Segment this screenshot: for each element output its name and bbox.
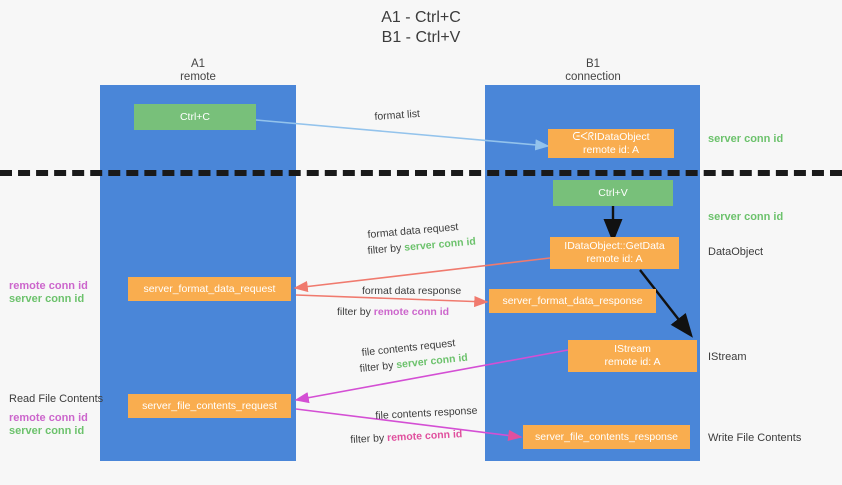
right-label-server-conn-id-1: server conn id bbox=[708, 133, 784, 145]
edge-filter-file-contents-response: filter by remote conn id bbox=[350, 427, 463, 447]
edge-label-format-data-response: format data response bbox=[362, 285, 462, 297]
diagram-title: A1 - Ctrl+C B1 - Ctrl+V bbox=[0, 8, 842, 48]
edge-label-file-contents-response: file contents response bbox=[375, 404, 478, 422]
right-label-dataobject: DataObject bbox=[708, 246, 764, 258]
edge-filter-prefix-1: filter by bbox=[367, 241, 405, 257]
node-server-format-data-request[interactable]: server_format_data_request bbox=[128, 277, 291, 301]
node-istream-line2: remote id: A bbox=[604, 356, 661, 368]
node-getdata-line1: IDataObject::GetData bbox=[564, 240, 665, 252]
node-istream[interactable]: IStream remote id: A bbox=[568, 340, 697, 372]
lane-b1-name: B1 bbox=[585, 58, 601, 70]
left-label-server-conn-id-2: server conn id bbox=[9, 425, 85, 437]
node-server-file-contents-response-label: server_file_contents_response bbox=[534, 430, 678, 443]
node-server-file-contents-request[interactable]: server_file_contents_request bbox=[128, 394, 291, 418]
lane-header-b1: B1 connection bbox=[495, 58, 691, 84]
edge-label-format-list: format list bbox=[374, 107, 421, 123]
node-server-format-data-response[interactable]: server_format_data_response bbox=[489, 289, 656, 313]
node-idataobject-top[interactable]: ᕮᐸᖇIDataObject remote id: A bbox=[548, 129, 674, 158]
lane-header-a1: A1 remote bbox=[108, 58, 288, 84]
node-server-file-contents-response[interactable]: server_file_contents_response bbox=[523, 425, 690, 449]
node-getdata-line2: remote id: A bbox=[586, 253, 643, 265]
title-line-1: A1 - Ctrl+C bbox=[381, 9, 461, 26]
node-ctrl-v[interactable]: Ctrl+V bbox=[553, 180, 673, 206]
right-label-write-file-contents: Write File Contents bbox=[708, 432, 802, 444]
edge-filter-value-4: remote conn id bbox=[386, 428, 463, 445]
node-ctrl-v-label: Ctrl+V bbox=[598, 186, 628, 199]
edge-filter-prefix-4: filter by bbox=[350, 432, 388, 446]
node-ctrl-c[interactable]: Ctrl+C bbox=[134, 104, 256, 130]
edge-filter-value-1: server conn id bbox=[403, 235, 477, 254]
node-idataobject-getdata[interactable]: IDataObject::GetData remote id: A bbox=[550, 237, 679, 269]
node-server-format-data-request-label: server_format_data_request bbox=[143, 282, 276, 295]
lane-a1-name: A1 bbox=[190, 58, 206, 70]
node-istream-line1: IStream bbox=[614, 343, 651, 355]
node-server-file-contents-request-label: server_file_contents_request bbox=[142, 399, 277, 412]
lane-a1-subtitle: remote bbox=[180, 71, 216, 83]
node-idataobject-top-line1: ᕮᐸᖇIDataObject bbox=[572, 130, 650, 143]
edge-filter-value-2: remote conn id bbox=[373, 306, 450, 318]
edge-filter-format-data-response: filter by remote conn id bbox=[337, 305, 449, 319]
node-ctrl-c-label: Ctrl+C bbox=[179, 110, 211, 123]
title-line-2: B1 - Ctrl+V bbox=[381, 29, 461, 46]
node-server-format-data-response-label: server_format_data_response bbox=[502, 294, 643, 307]
edge-filter-prefix-2: filter by bbox=[337, 306, 374, 318]
node-idataobject-top-line2: remote id: A bbox=[582, 143, 640, 156]
right-label-istream: IStream bbox=[708, 351, 747, 363]
left-label-server-conn-id-1: server conn id bbox=[9, 293, 85, 305]
phase-divider bbox=[0, 170, 842, 176]
right-label-server-conn-id-2: server conn id bbox=[708, 211, 784, 223]
lane-b1-subtitle: connection bbox=[565, 71, 621, 83]
left-label-read-file-contents: Read File Contents bbox=[9, 393, 104, 405]
edge-filter-prefix-3: filter by bbox=[359, 359, 397, 375]
left-label-remote-conn-id-2: remote conn id bbox=[9, 412, 88, 424]
left-label-remote-conn-id-1: remote conn id bbox=[9, 280, 88, 292]
